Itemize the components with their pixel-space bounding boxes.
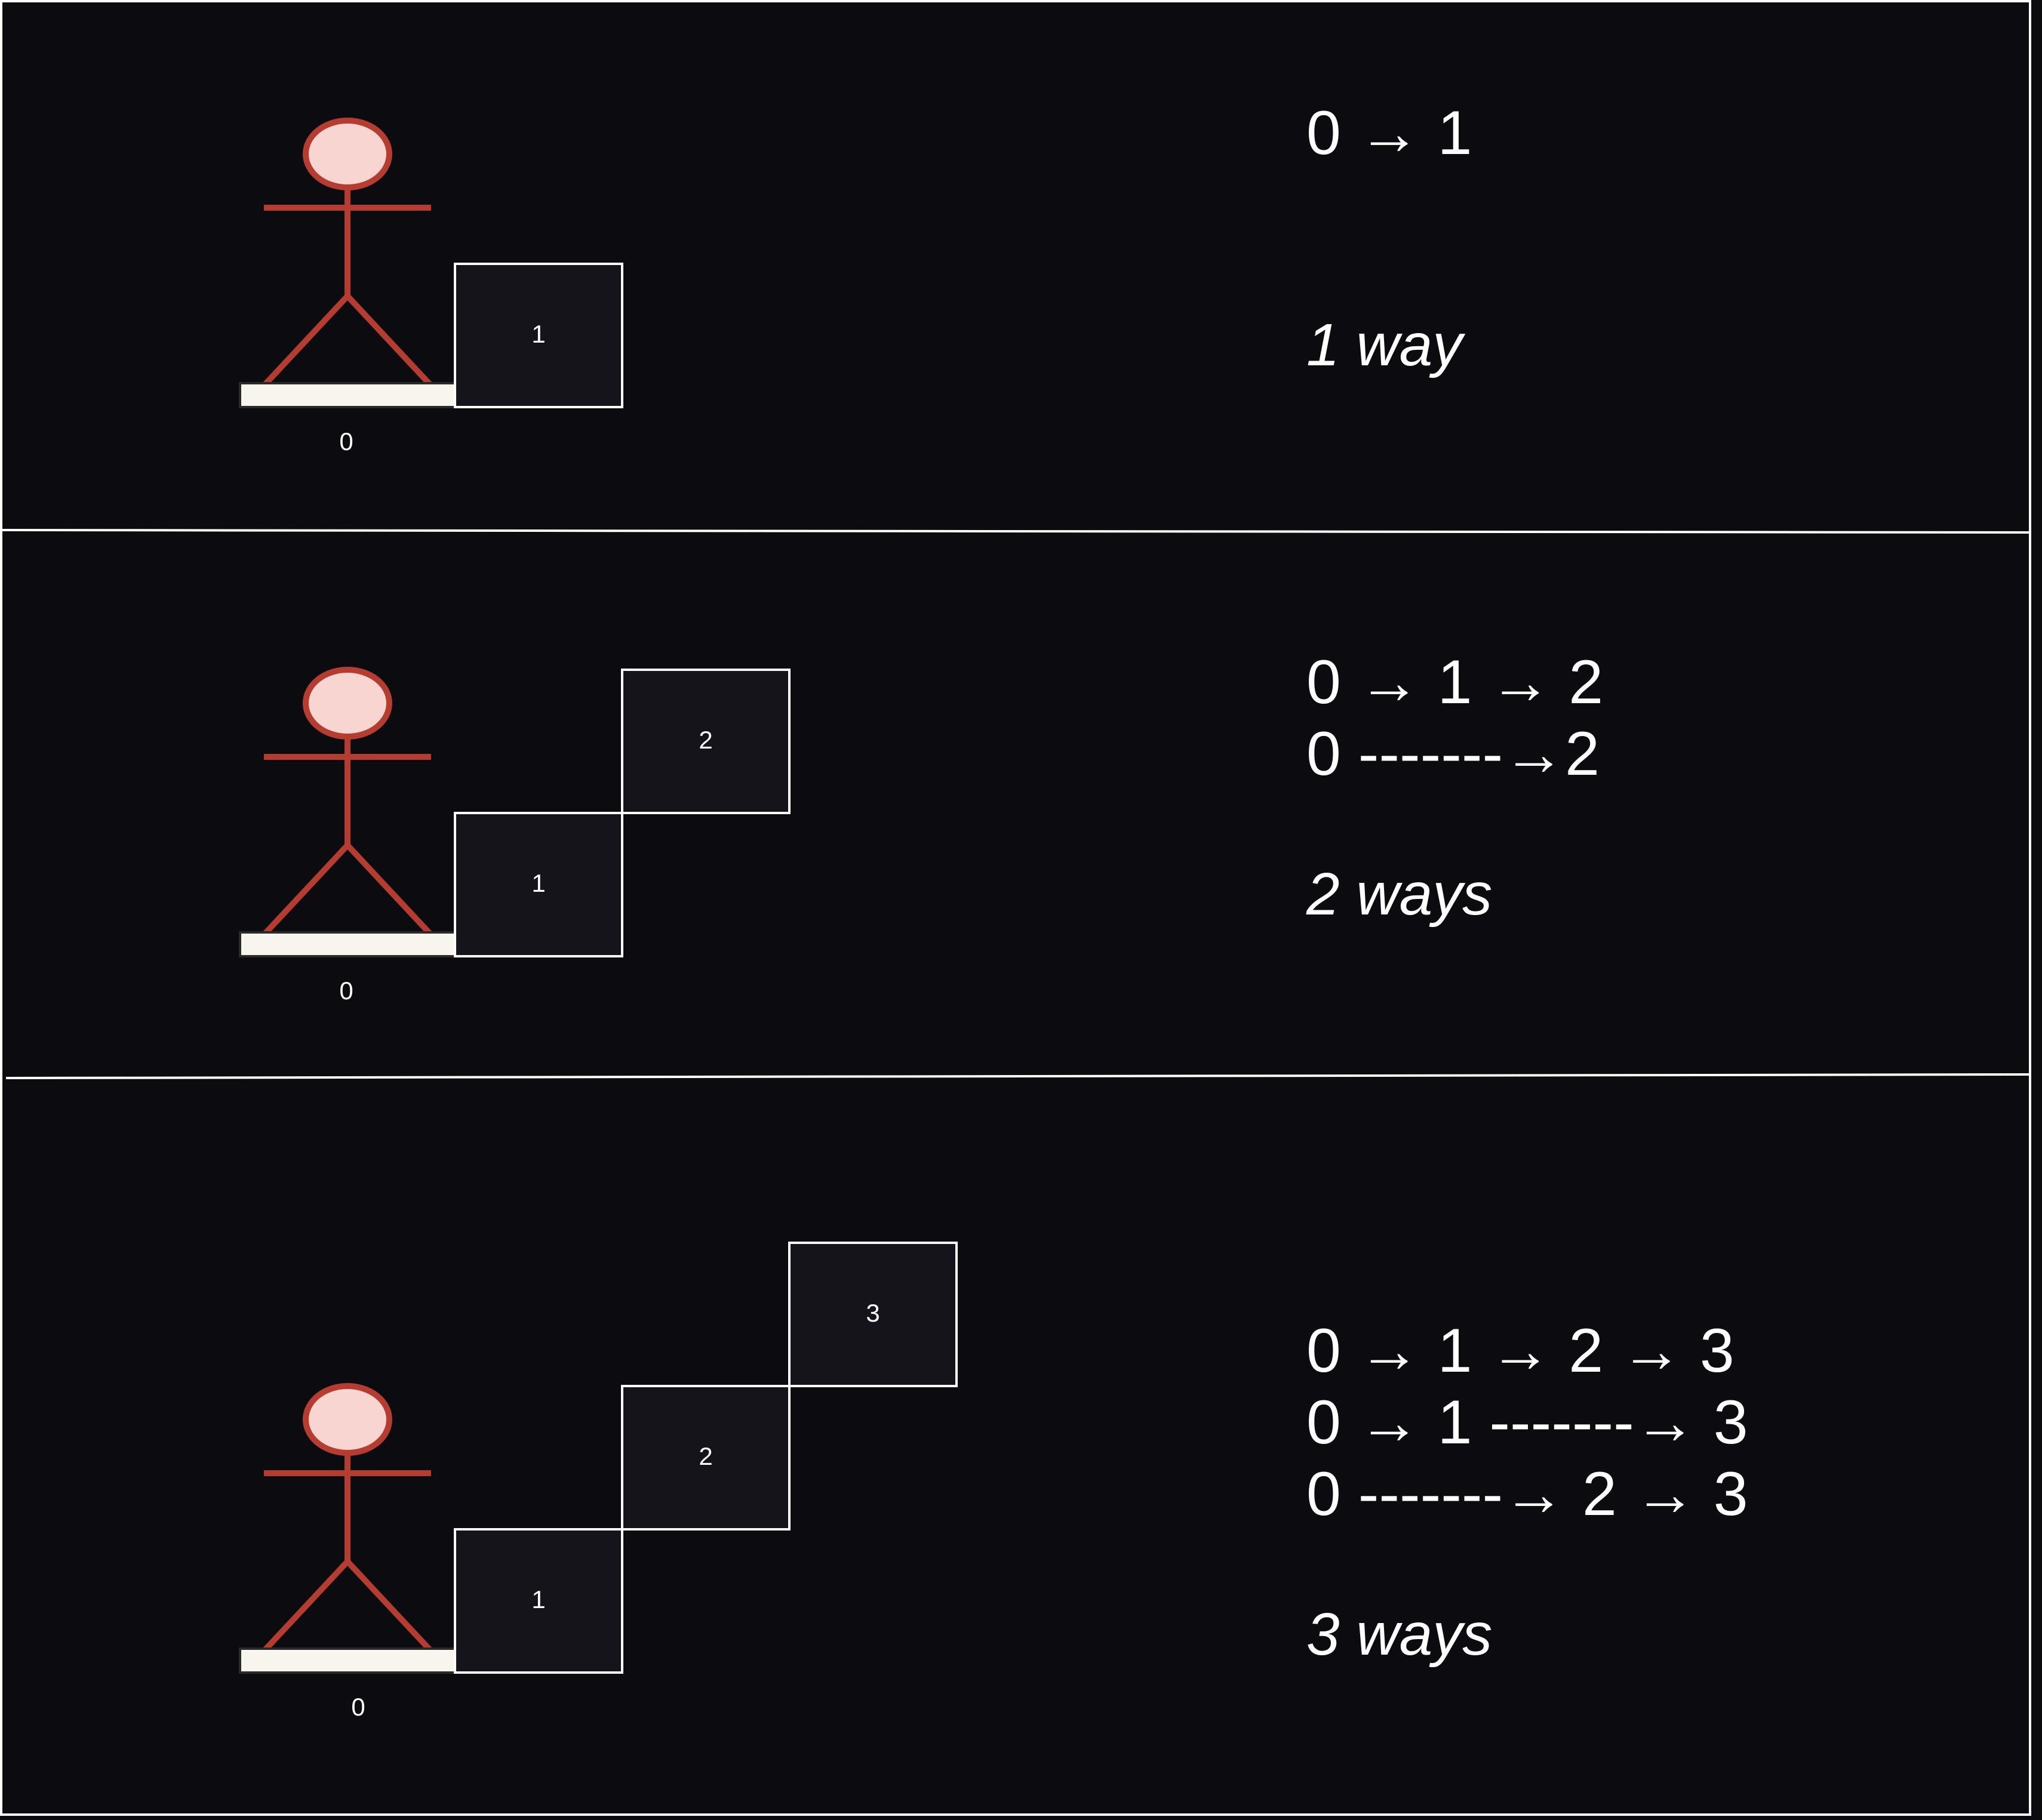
ways-count: 2 ways (1306, 861, 1492, 928)
path-line: 0 → 1 -------→ 3 (1306, 1388, 1748, 1457)
step-3-label: 3 (866, 1299, 879, 1327)
panel-divider (1, 529, 2031, 534)
figure-head (303, 667, 392, 740)
stick-figure (262, 667, 433, 937)
figure-left-leg (262, 843, 350, 937)
stick-figure (262, 118, 433, 388)
panel-2: 0 1 2 0 → 1 → 2 0 -------→2 2 ways (239, 648, 1603, 1005)
step-1 (454, 812, 623, 957)
stick-figure (262, 1383, 433, 1653)
figure-right-leg (345, 294, 433, 388)
ways-count: 3 ways (1306, 1601, 1492, 1668)
ground-platform (239, 931, 456, 957)
step-1-label: 1 (531, 1585, 545, 1613)
ground-label: 0 (339, 977, 353, 1005)
ground-label: 0 (351, 1693, 365, 1721)
panel-1: 0 1 0 → 1 1 way (239, 98, 1472, 455)
figure-head (303, 118, 392, 190)
figure-left-leg (262, 1559, 350, 1653)
step-3 (788, 1242, 958, 1387)
path-line: 0 -------→ 2 → 3 (1306, 1459, 1748, 1529)
panel-divider (5, 1073, 2031, 1079)
step-1-label: 1 (531, 869, 545, 897)
ground-platform (239, 382, 456, 408)
path-line: 0 → 1 (1306, 98, 1472, 168)
figure-right-leg (345, 1559, 433, 1653)
path-line: 0 → 1 → 2 (1306, 648, 1603, 717)
ground-platform (239, 1647, 456, 1674)
path-line: 0 → 1 → 2 → 3 (1306, 1316, 1735, 1385)
step-2-label: 2 (699, 726, 712, 754)
figure-right-leg (345, 843, 433, 937)
step-2 (621, 1385, 791, 1530)
step-1 (454, 1528, 623, 1674)
panel-3: 0 1 2 3 0 → 1 → 2 → 3 0 → 1 -------→ 3 0… (239, 1242, 1748, 1721)
path-line: 0 -------→2 (1306, 719, 1600, 789)
ground-label: 0 (339, 427, 353, 455)
figure-head (303, 1383, 392, 1456)
step-1-label: 1 (531, 320, 545, 348)
ways-count: 1 way (1306, 312, 1466, 378)
step-2 (621, 669, 791, 814)
figure-left-leg (262, 294, 350, 388)
step-2-label: 2 (699, 1442, 712, 1470)
step-1 (454, 263, 623, 408)
